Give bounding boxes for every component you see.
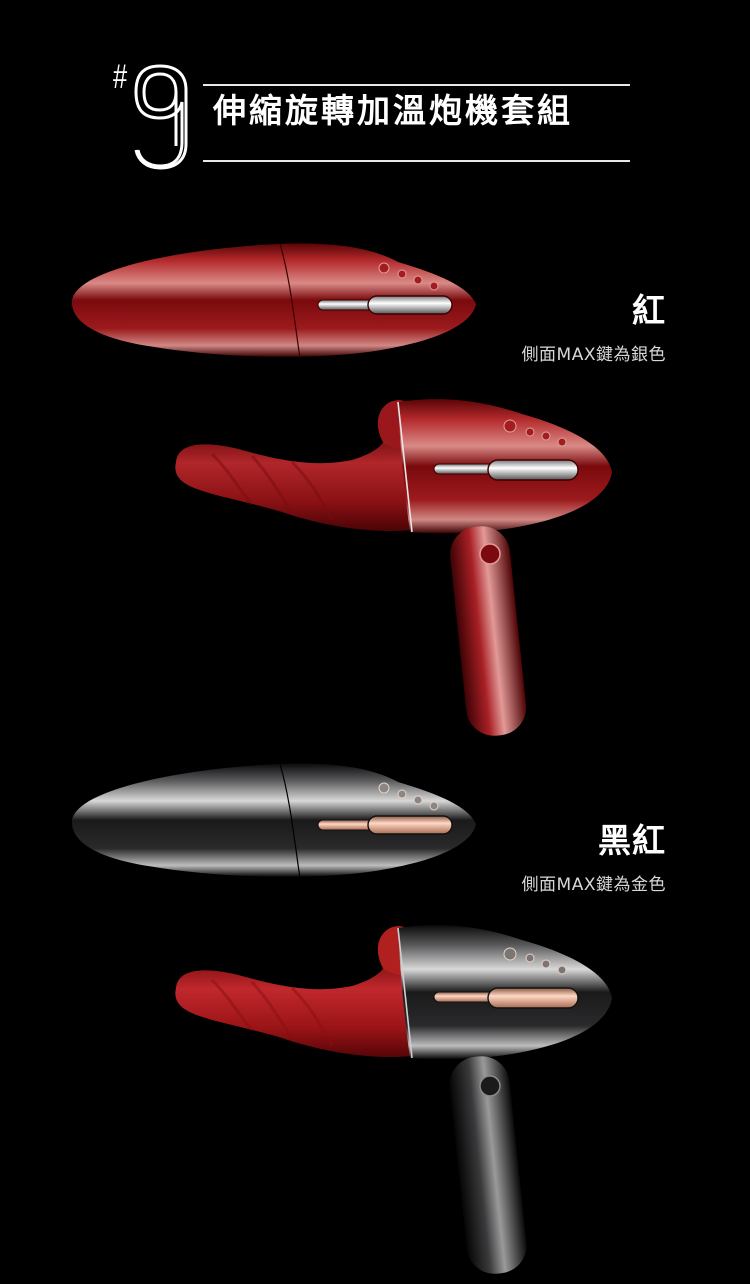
section-number-nine (130, 62, 192, 170)
header-top-rule (203, 84, 630, 86)
header-bottom-rule (203, 160, 630, 162)
page-title: 伸縮旋轉加溫炮機套組 (213, 91, 573, 130)
variant-black-red-color-name: 黑紅 (598, 821, 666, 860)
section-hash-mark: # (113, 58, 128, 96)
red-egg-product-image (68, 238, 480, 360)
variant-red-note: 側面MAX鍵為銀色 (521, 345, 666, 365)
variant-black-red-note: 側面MAX鍵為金色 (521, 875, 666, 895)
red-assembled-product-image (172, 394, 622, 739)
variant-red-color-name: 紅 (632, 291, 666, 330)
black-egg-product-image (68, 758, 480, 880)
black-red-assembled-product-image (172, 914, 622, 1279)
